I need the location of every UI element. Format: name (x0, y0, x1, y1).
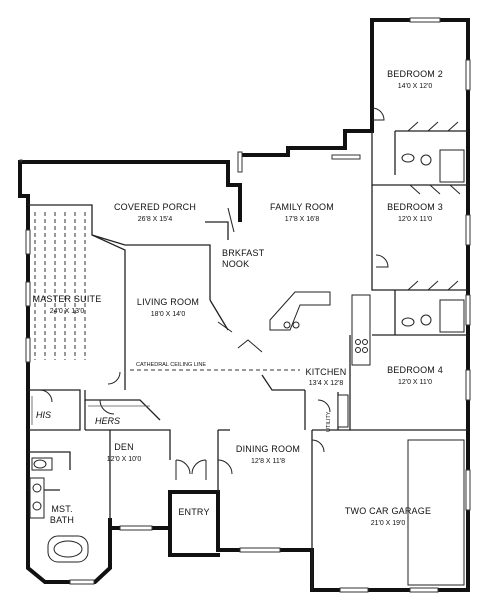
garage-size: 21'0 X 19'0 (371, 520, 406, 527)
garage-name: TWO CAR GARAGE (345, 506, 431, 516)
master-ceiling-pattern (34, 212, 86, 360)
mst-bath-line1: MST. (51, 504, 72, 514)
cathedral-ceiling-label: CATHEDRAL CEILING LINE (136, 362, 206, 368)
brkfast-label-line2: NOOK (222, 259, 249, 269)
master-suite-name: MASTER SUITE (33, 294, 102, 304)
garage-door (407, 439, 465, 586)
bedroom-2-name: BEDROOM 2 (387, 69, 443, 79)
windows (19, 17, 471, 593)
kitchen-size: 13'4 X 12'8 (309, 380, 344, 387)
bedroom-4-name: BEDROOM 4 (387, 365, 443, 375)
hers-closet-label: HERS (95, 416, 120, 426)
bedroom-4-size: 12'0 X 11'0 (398, 379, 432, 386)
bedroom-2-size: 14'0 X 12'0 (398, 83, 433, 90)
bedroom-3-name: BEDROOM 3 (387, 202, 443, 212)
family-room-name: FAMILY ROOM (270, 202, 334, 212)
bedroom-3-size: 12'0 X 11'0 (398, 216, 432, 223)
fixtures (29, 149, 465, 563)
den-name: DEN (114, 442, 134, 452)
room-labels: BEDROOM 2 14'0 X 12'0 BEDROOM 3 12'0 X 1… (33, 69, 443, 527)
family-room-size: 17'8 X 16'8 (285, 216, 320, 223)
doors (39, 107, 461, 480)
dining-room-size: 12'8 X 11'8 (251, 458, 285, 465)
covered-porch-size: 26'8 X 15'4 (138, 216, 173, 223)
kitchen-name: KITCHEN (306, 367, 347, 377)
mst-bath-line2: BATH (50, 515, 74, 525)
living-room-size: 18'0 X 14'0 (151, 311, 186, 318)
utility-label: UTILITY (326, 411, 332, 432)
entry-label: ENTRY (178, 507, 209, 517)
den-size: 12'0 X 10'0 (107, 456, 142, 463)
brkfast-label-line1: BRKFAST (222, 248, 265, 258)
living-room-name: LIVING ROOM (137, 297, 199, 307)
covered-porch-name: COVERED PORCH (114, 202, 196, 212)
master-suite-size: 24'0 X 13'0 (50, 308, 85, 315)
dining-room-name: DINING ROOM (236, 444, 300, 454)
interior-walls (28, 130, 468, 590)
exterior-walls (18, 18, 470, 592)
his-closet-label: HIS (36, 410, 51, 420)
